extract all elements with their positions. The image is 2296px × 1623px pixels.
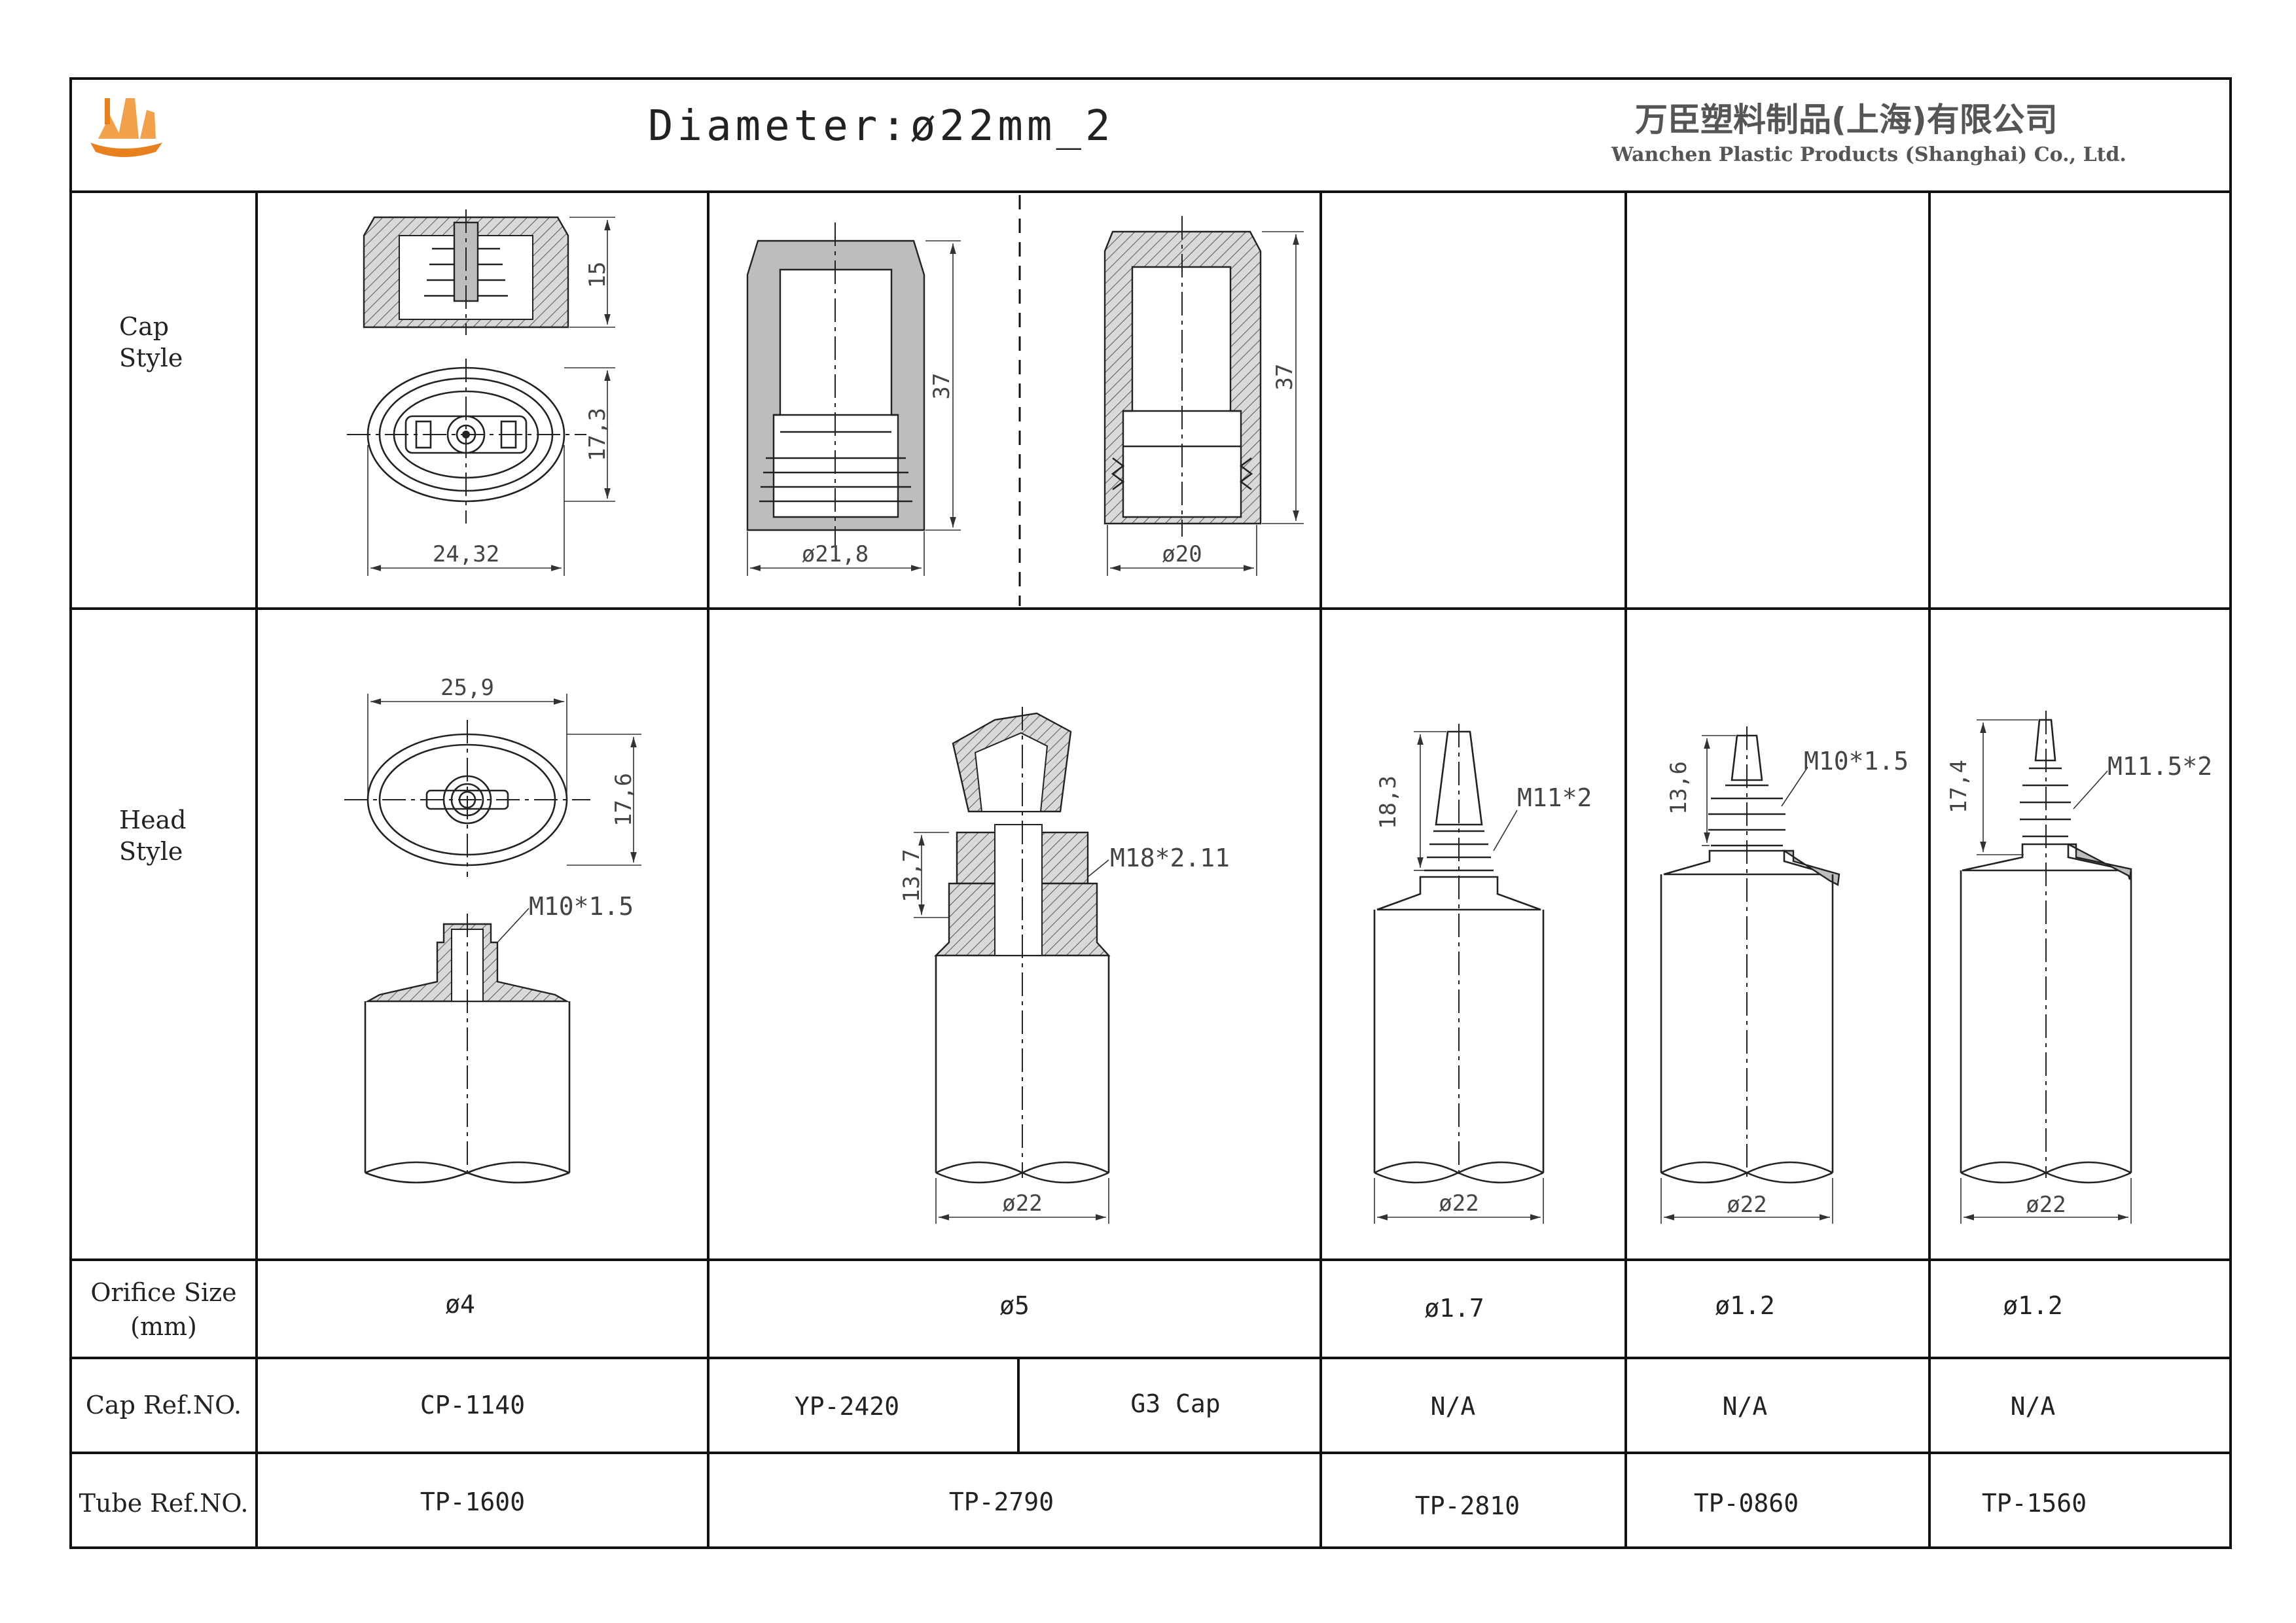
company-logo: [90, 98, 162, 157]
cap-ref-tp2810: N/A: [1431, 1392, 1476, 1421]
dim-tp0860-height: 13,6: [1666, 761, 1692, 815]
callout-tp2810-thread: M11*2: [1517, 783, 1592, 812]
cap-ref-yp2420: YP-2420: [795, 1392, 899, 1421]
head-drawing-tp2790: [914, 707, 1111, 1224]
callout-tp2790-thread: M18*2.11: [1110, 844, 1230, 872]
dim-tp1560-height: 17,4: [1946, 760, 1972, 813]
orifice-tp0860: ø1.2: [1715, 1291, 1775, 1320]
dim-tp2790-diameter: ø22: [1002, 1190, 1042, 1217]
cap-ref-tp0860: N/A: [1723, 1392, 1768, 1421]
dim-yp2420-height: 37: [929, 373, 955, 400]
dim-g3-height: 37: [1272, 364, 1298, 391]
head-drawing-tp2810: [1373, 724, 1545, 1224]
tube-ref-tp1560: TP-1560: [1982, 1489, 2087, 1518]
callout-tp1560-thread: M11.5*2: [2108, 752, 2212, 781]
row-label-cap-style-2: Style: [119, 344, 183, 372]
dim-cp1140-oval-width: 24,32: [433, 541, 499, 567]
row-label-orifice-2: (mm): [130, 1312, 197, 1341]
dim-tp2810-diameter: ø22: [1439, 1190, 1479, 1217]
head-drawing-tp0860: [1660, 726, 1840, 1224]
dim-tp2810-height: 18,3: [1375, 776, 1401, 829]
row-label-head-style-1: Head: [119, 806, 187, 834]
tube-ref-tp1600: TP-1600: [420, 1488, 525, 1516]
orifice-tp1600: ø4: [445, 1290, 475, 1319]
dim-g3-diameter: ø20: [1162, 541, 1202, 567]
head-drawing-tp1560: [1960, 711, 2132, 1224]
head-drawing-tp1600: [344, 694, 641, 1184]
dim-tp2790-height: 13,7: [899, 849, 925, 902]
tube-ref-tp2790: TP-2790: [949, 1488, 1054, 1516]
dim-cp1140-oval-height: 17,3: [584, 408, 611, 461]
row-label-cap-style-1: Cap: [119, 312, 169, 341]
dim-cp1140-height: 15: [584, 262, 611, 289]
row-label-orifice-1: Orifice Size: [90, 1278, 236, 1307]
company-name-cn: 万臣塑料制品(上海)有限公司: [1635, 101, 2058, 139]
page-title: Diameter:ø22mm_2: [648, 102, 1115, 151]
callout-tp1600-thread: M10*1.5: [529, 892, 634, 921]
orifice-tp2790: ø5: [999, 1291, 1030, 1320]
dim-tp0860-diameter: ø22: [1727, 1192, 1767, 1218]
cap-ref-cp1140: CP-1140: [420, 1391, 525, 1419]
cap-ref-tp1560: N/A: [2011, 1392, 2056, 1421]
dim-tp1600-width: 25,9: [440, 675, 494, 701]
company-name-en: Wanchen Plastic Products (Shanghai) Co.,…: [1611, 143, 2126, 166]
orifice-tp1560: ø1.2: [2003, 1291, 2063, 1320]
dim-tp1600-height: 17,6: [611, 773, 637, 827]
dim-yp2420-diameter: ø21,8: [802, 541, 869, 567]
callout-tp0860-thread: M10*1.5: [1804, 747, 1909, 776]
dim-tp1560-diameter: ø22: [2026, 1192, 2066, 1218]
row-label-tube-ref: Tube Ref.NO.: [79, 1489, 249, 1518]
row-label-cap-ref: Cap Ref.NO.: [86, 1391, 242, 1419]
table-grid: [69, 77, 2232, 1549]
cap-drawing-g3: [1103, 216, 1304, 576]
cap-drawing-yp2420: [746, 223, 961, 576]
row-label-head-style-2: Style: [119, 837, 183, 866]
tube-ref-tp2810: TP-2810: [1415, 1491, 1520, 1520]
cap-ref-g3: G3 Cap: [1130, 1389, 1220, 1418]
tube-ref-tp0860: TP-0860: [1694, 1489, 1799, 1518]
orifice-tp2810: ø1.7: [1424, 1294, 1484, 1323]
cap-drawing-cp1140: [347, 209, 615, 576]
